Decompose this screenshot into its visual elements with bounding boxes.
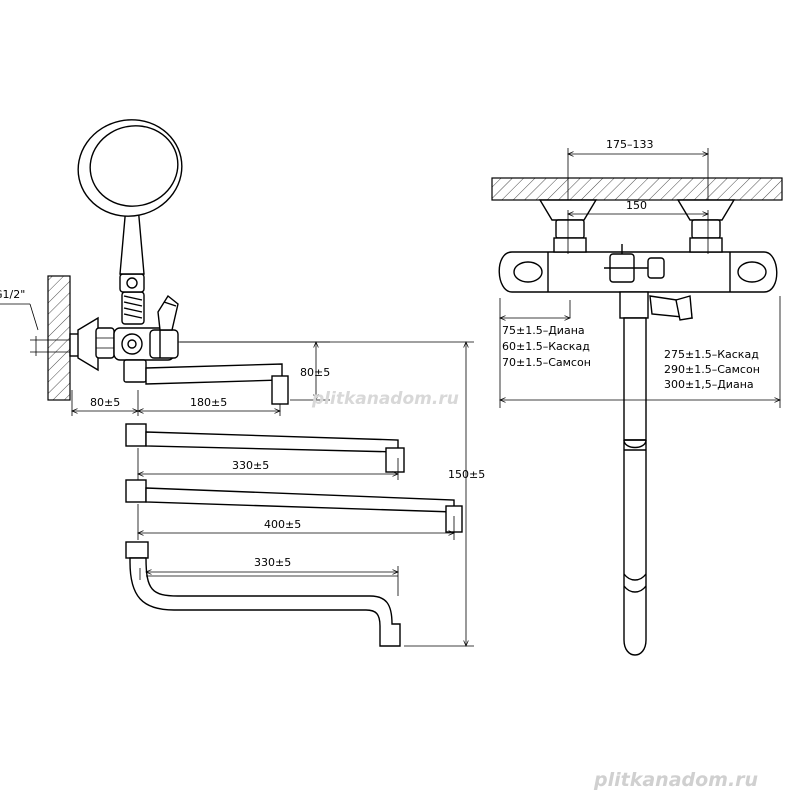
- left-view: G1/2": [0, 119, 485, 646]
- dim-total-height: 150±5: [178, 342, 485, 646]
- dim-depth: 75±1.5–Диана 60±1.5–Каскад 70±1.5–Самсон: [500, 298, 591, 408]
- width-diana: 300±1,5–Диана: [664, 378, 754, 391]
- svg-text:330±5: 330±5: [254, 556, 291, 569]
- watermark-bottom: plitkanadom.ru: [593, 769, 758, 791]
- svg-text:175–133: 175–133: [606, 138, 654, 151]
- depth-samson: 70±1.5–Самсон: [502, 356, 591, 369]
- width-kaskad: 275±1.5–Каскад: [664, 348, 759, 361]
- dim-spout-short: 180±5: [138, 396, 280, 416]
- thread-label: G1/2": [0, 288, 25, 301]
- dim-center-range: 175–133: [568, 138, 708, 200]
- right-view: 175–133 150 75±1.5–Диана 60±1.5–Каскад 7…: [491, 138, 783, 656]
- width-samson: 290±1.5–Самсон: [664, 363, 760, 376]
- depth-diana: 75±1.5–Диана: [502, 324, 585, 337]
- svg-text:180±5: 180±5: [190, 396, 227, 409]
- dim-width: 275±1.5–Каскад 290±1.5–Самсон 300±1,5–Ди…: [500, 296, 780, 408]
- svg-text:400±5: 400±5: [264, 518, 301, 531]
- svg-text:330±5: 330±5: [232, 459, 269, 472]
- svg-text:80±5: 80±5: [300, 366, 330, 379]
- dim-spout-curved: 330±5: [146, 556, 398, 572]
- dim-body-offset: 80±5: [72, 390, 138, 416]
- wall-section: [47, 275, 71, 401]
- svg-text:80±5: 80±5: [90, 396, 120, 409]
- dim-spout-mid: 330±5: [138, 459, 398, 474]
- depth-kaskad: 60±1.5–Каскад: [502, 340, 590, 353]
- svg-text:150±5: 150±5: [448, 468, 485, 481]
- svg-text:150: 150: [626, 199, 647, 212]
- dim-spout-long: 400±5: [138, 518, 454, 533]
- wall-section-top: [491, 177, 783, 201]
- watermark-center: plitkanadom.ru: [311, 389, 459, 409]
- dim-center-nominal: 150: [568, 199, 708, 254]
